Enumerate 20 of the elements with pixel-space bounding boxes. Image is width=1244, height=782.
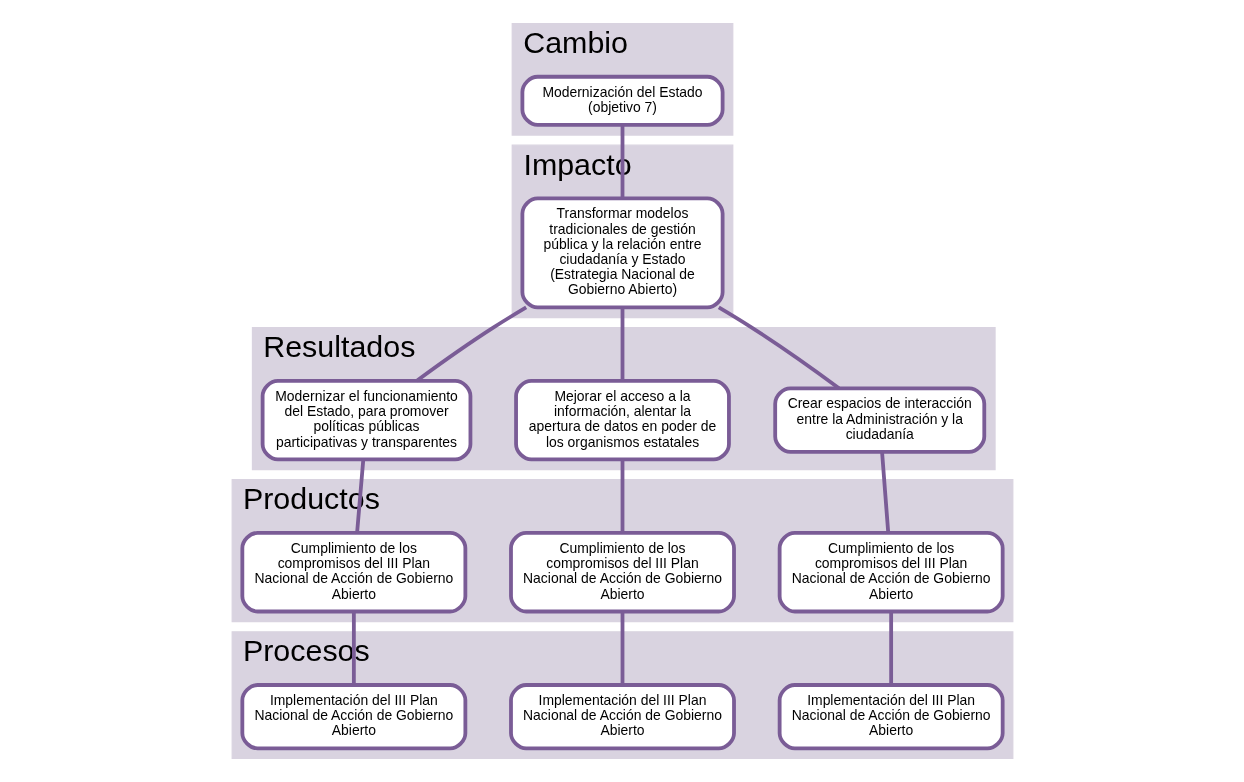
node-box: Mejorar el acceso a la información, alentar la apertura de datos en poder de los organismos estatales <box>513 378 731 462</box>
node-box: Modernización del Estado (objetivo 7) <box>520 74 724 127</box>
connector <box>620 307 624 381</box>
node-box: Cumplimiento de los compromisos del III Plan Nacional de Acción de Gobierno Abierto <box>777 531 1005 614</box>
connector <box>354 459 365 534</box>
connector <box>888 611 893 685</box>
connector <box>620 125 624 199</box>
node-box: Cumplimiento de los compromisos del III Plan Nacional de Acción de Gobierno Abierto <box>239 531 467 614</box>
connector <box>717 305 840 390</box>
node-box: Modernizar el funcionamiento del Estado, para promover políticas públicas participativas y transparentes <box>260 378 472 462</box>
node-box: Cumplimiento de los compromisos del III Plan Nacional de Acción de Gobierno Abierto <box>508 531 736 614</box>
connector <box>879 451 890 534</box>
connector <box>620 611 624 685</box>
node-box: Implementación del III Plan Nacional de Acción de Gobierno Abierto <box>508 683 736 751</box>
node-box: Transformar modelos tradicionales de gestión pública y la relación entre ciudadanía y Estado (Estrategia Nacional de Gobierno Abierto) <box>520 196 724 310</box>
connector <box>620 459 624 533</box>
node-box: Crear espacios de interacción entre la Administración y la ciudadanía <box>772 386 986 454</box>
node-box: Implementación del III Plan Nacional de Acción de Gobierno Abierto <box>239 683 467 751</box>
node-box: Implementación del III Plan Nacional de Acción de Gobierno Abierto <box>777 683 1005 751</box>
connector <box>351 611 356 685</box>
